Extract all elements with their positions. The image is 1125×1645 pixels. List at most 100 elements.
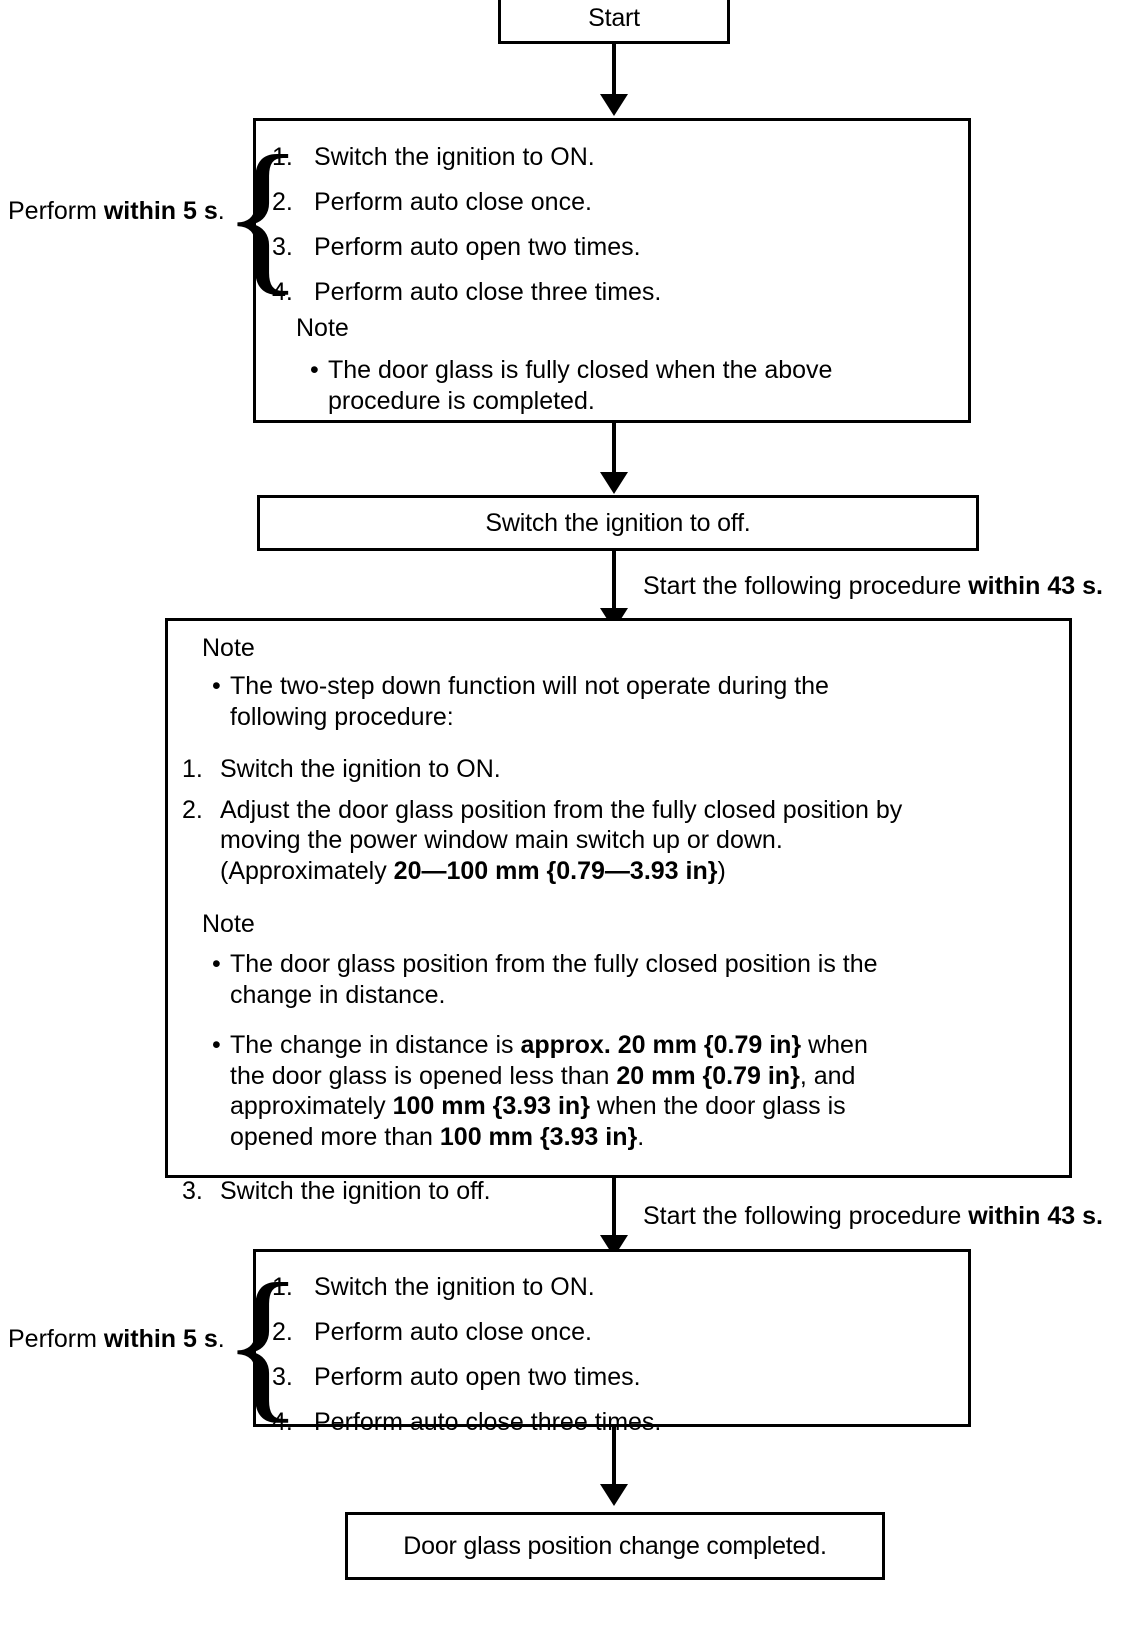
node-procedure-2	[165, 618, 1072, 1178]
step-text: Switch the ignition to ON.	[220, 755, 501, 783]
text-fragment: , and	[799, 1061, 856, 1090]
node-procedure-3	[253, 1249, 971, 1427]
measurement-value: 100 mm {3.93 in}	[439, 1122, 638, 1151]
text-fragment: .	[637, 1122, 645, 1151]
list-item: 4. Perform auto close three times.	[272, 280, 932, 305]
connector-ignition-off-to-proc2	[612, 551, 616, 614]
note-bullet: • The door glass position from the fully…	[212, 949, 1057, 1010]
step-text: Switch the ignition to ON.	[314, 1273, 595, 1301]
label-bold: within 5 s	[103, 197, 218, 225]
list-item: 1. Switch the ignition to ON.	[182, 754, 1057, 785]
brace-top-icon: {	[222, 121, 304, 309]
node-procedure-1	[253, 118, 971, 423]
step-text-line: moving the power window main switch up o…	[220, 826, 783, 854]
step-number: 3.	[272, 233, 293, 261]
step-text: Perform auto close three times.	[314, 278, 662, 306]
note-bullet: • The two-step down function will not op…	[212, 671, 1057, 732]
connector-proc2-to-proc3	[612, 1178, 616, 1240]
label-bold: within 43 s.	[968, 1202, 1103, 1230]
text-fragment: when	[801, 1031, 868, 1059]
step-number: 4.	[272, 278, 293, 306]
step-number: 2.	[272, 1318, 293, 1346]
step-number: 1.	[182, 755, 203, 783]
note-bullet-line: The change in distance is approx. 20 mm …	[230, 1031, 868, 1059]
label-prefix: Start the following procedure	[643, 1202, 969, 1230]
label-bold: within 43 s.	[968, 572, 1103, 600]
note-bullet-text: The two-step down function will not oper…	[230, 671, 1057, 732]
list-item: 1. Switch the ignition to ON.	[272, 1275, 932, 1300]
label-bold: within 5 s	[103, 1325, 218, 1353]
step-number: 3.	[182, 1177, 203, 1205]
label-perform-within-5s-bottom: Perform within 5 s.	[8, 1325, 225, 1354]
step-number: 2.	[182, 795, 203, 824]
step-number: 4.	[272, 1408, 293, 1436]
procedure-2-body: Note • The two-step down function will n…	[182, 634, 1057, 1211]
note-bullet-line: following procedure:	[230, 702, 454, 731]
procedure-3-steps: 1. Switch the ignition to ON. 2. Perform…	[272, 1275, 932, 1455]
note-bullet-line: The two-step down function will not oper…	[230, 672, 829, 700]
bullet-icon: •	[212, 950, 221, 978]
list-item: 2. Perform auto close once.	[272, 1320, 932, 1345]
note-bullet-text: The door glass position from the fully c…	[230, 949, 1057, 1010]
step-text: Perform auto close once.	[314, 1318, 592, 1346]
measurement-prefix: (Approximately	[220, 856, 394, 885]
list-item: 2. Perform auto close once.	[272, 190, 932, 215]
step-number: 2.	[272, 188, 293, 216]
note-bullet-line: opened more than 100 mm {3.93 in}.	[230, 1123, 644, 1151]
note-bullet: • The change in distance is approx. 20 m…	[212, 1030, 1057, 1152]
text-fragment: when the door glass is	[589, 1092, 846, 1120]
measurement-suffix: )	[717, 856, 726, 885]
step-number: 3.	[272, 1363, 293, 1391]
arrowhead-proc3-to-end	[600, 1484, 628, 1506]
bullet-icon: •	[212, 672, 221, 700]
label-suffix: .	[217, 1325, 225, 1353]
note-heading: Note	[296, 314, 349, 342]
text-fragment: the door glass is opened less than	[230, 1061, 617, 1090]
label-suffix: .	[217, 197, 225, 225]
bullet-icon: •	[310, 356, 319, 384]
arrowhead-start-to-proc1	[600, 94, 628, 116]
list-item: 4. Perform auto close three times.	[272, 1410, 932, 1435]
node-end: Door glass position change completed.	[345, 1512, 885, 1580]
note-heading: Note	[202, 910, 255, 938]
note-bullet-line: The door glass position from the fully c…	[230, 950, 878, 978]
step-text-line: Adjust the door glass position from the …	[220, 795, 903, 824]
procedure-1-steps: 1. Switch the ignition to ON. 2. Perform…	[272, 145, 932, 325]
step-number: 1.	[272, 143, 293, 171]
connector-start-to-proc1	[612, 44, 616, 99]
step-number: 1.	[272, 1273, 293, 1301]
list-item: 3. Switch the ignition to off.	[182, 1176, 1057, 1207]
node-start: Start	[498, 0, 730, 44]
measurement-value: 20 mm {0.79 in}	[616, 1061, 800, 1090]
label-prefix: Perform	[8, 197, 104, 225]
note-bullet: • The door glass is fully closed when th…	[310, 355, 936, 416]
node-ignition-off-label: Switch the ignition to off.	[485, 508, 751, 537]
note-bullet-line: change in distance.	[230, 980, 446, 1009]
text-fragment: approximately	[230, 1092, 393, 1120]
step-text: Switch the ignition to ON.	[314, 143, 595, 171]
label-start-following-within-43s-2: Start the following procedure within 43 …	[643, 1202, 1103, 1231]
measurement-value: approx. 20 mm {0.79 in}	[520, 1031, 802, 1059]
label-prefix: Start the following procedure	[643, 572, 969, 600]
step-text: Switch the ignition to off.	[220, 1177, 491, 1205]
note-bullet-text: The change in distance is approx. 20 mm …	[230, 1030, 1057, 1152]
step-text: Adjust the door glass position from the …	[220, 795, 1057, 887]
procedure-1-note: Note • The door glass is fully closed wh…	[296, 308, 936, 426]
step-text: Perform auto close three times.	[314, 1408, 662, 1436]
note-bullet-line: approximately 100 mm {3.93 in} when the …	[230, 1092, 846, 1120]
list-item: 3. Perform auto open two times.	[272, 235, 932, 260]
connector-proc3-to-end	[612, 1427, 616, 1489]
list-item: 2. Adjust the door glass position from t…	[182, 795, 1057, 887]
note-bullet-text: The door glass is fully closed when the …	[328, 355, 936, 416]
note-bullet-line: the door glass is opened less than 20 mm…	[230, 1062, 855, 1090]
arrowhead-proc1-to-ignition-off	[600, 472, 628, 494]
step-text: Perform auto open two times.	[314, 233, 641, 261]
step-text: Perform auto open two times.	[314, 1363, 641, 1391]
bullet-icon: •	[212, 1031, 221, 1059]
note-bullet-line: The door glass is fully closed when the …	[328, 356, 833, 384]
step-text: Perform auto close once.	[314, 188, 592, 216]
connector-proc1-to-ignition-off	[612, 423, 616, 477]
label-start-following-within-43s-1: Start the following procedure within 43 …	[643, 572, 1103, 601]
note-bullet-line: procedure is completed.	[328, 386, 595, 415]
